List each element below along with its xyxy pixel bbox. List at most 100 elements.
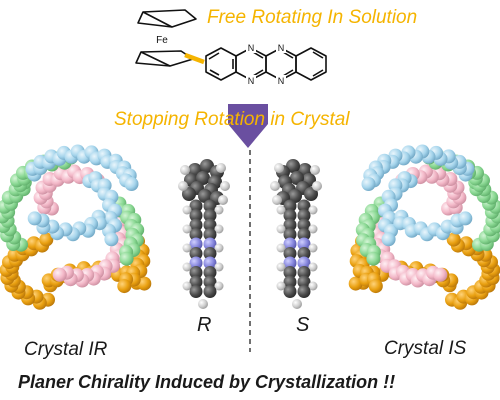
carbon-atom — [283, 228, 297, 241]
carbon-atom — [182, 187, 196, 201]
hydrogen-atom — [218, 195, 228, 205]
hydrogen-atom — [220, 181, 230, 191]
carbon-atom — [189, 285, 203, 298]
carbon-atom — [283, 275, 297, 289]
pink-molecule-sphere — [433, 267, 448, 282]
crystal-ir-label: Crystal IR — [24, 339, 108, 360]
hydrogen-atom — [312, 181, 322, 191]
hydrogen-atom — [276, 262, 286, 272]
hydrogen-atom — [308, 262, 318, 272]
hydrogen-atom — [308, 205, 318, 215]
enantiomer-s-label: S — [296, 314, 310, 336]
hydrogen-atom — [214, 262, 224, 272]
hydrogen-atom — [276, 281, 286, 291]
hydrogen-atom — [182, 281, 192, 291]
hydrogen-atom — [182, 262, 192, 272]
orange-molecule-sphere — [137, 276, 152, 291]
blue-molecule-sphere — [361, 177, 376, 191]
orange-molecule-sphere — [446, 232, 461, 247]
enantiomer-r-label: R — [197, 314, 212, 336]
hydrogen-atom — [214, 243, 224, 253]
cyclopentadienyl-ring-top — [137, 9, 197, 28]
nitrogen-label-2: N — [278, 43, 285, 53]
carbon-atom — [203, 275, 217, 289]
conclusion-caption: Planer Chirality Induced by Crystallizat… — [18, 372, 396, 392]
carbon-atom — [189, 247, 203, 260]
hydrogen-atom — [214, 281, 224, 291]
carbon-atom — [297, 209, 311, 222]
carbon-atom — [283, 218, 297, 232]
carbon-atom — [189, 209, 203, 222]
crystal-is-label: Crystal IS — [384, 338, 467, 359]
nitrogen-label-3: N — [248, 76, 255, 86]
hydrogen-atom — [182, 205, 192, 215]
carbon-atom — [203, 199, 217, 213]
carbon-atom — [203, 285, 217, 298]
solution-caption: Free Rotating In Solution — [207, 7, 418, 28]
orange-molecule-sphere — [368, 279, 383, 294]
nitrogen-atom — [203, 237, 217, 251]
hydrogen-atom — [182, 243, 192, 253]
nitrogen-atom — [297, 237, 311, 251]
carbon-atom — [198, 189, 212, 203]
hydrogen-atom — [214, 224, 224, 234]
carbon-atom — [283, 247, 297, 260]
carbon-atom — [203, 218, 217, 232]
green-molecule-sphere — [366, 251, 381, 266]
carbon-atom — [283, 285, 297, 298]
rotatable-bond-highlight — [184, 52, 205, 65]
carbon-atom — [288, 189, 302, 203]
carbon-atom — [297, 228, 311, 241]
orange-molecule-sphere — [348, 276, 363, 291]
carbon-atom — [297, 285, 311, 298]
nitrogen-atom — [189, 256, 203, 270]
enantiomer-r-model — [178, 159, 230, 309]
carbon-atom — [189, 266, 203, 279]
hydrogen-atom — [180, 165, 190, 175]
hydrogen-atom — [276, 224, 286, 234]
down-arrow-icon — [228, 104, 268, 148]
nitrogen-label-1: N — [248, 43, 255, 53]
hydrogen-atom — [178, 181, 188, 191]
benzo-ring-right — [295, 47, 327, 81]
hydrogen-atom — [308, 281, 318, 291]
carbon-atom — [283, 266, 297, 279]
carbon-atom — [189, 199, 203, 213]
blue-molecule-sphere — [27, 211, 42, 226]
hydrogen-atom — [274, 163, 284, 173]
green-molecule-sphere — [119, 251, 134, 266]
iron-atom-label: Fe — [156, 35, 168, 46]
carbon-atom — [189, 228, 203, 241]
carbon-atom — [203, 228, 217, 241]
hydrogen-atom — [182, 224, 192, 234]
carbon-atom — [283, 209, 297, 222]
hydrogen-atom — [272, 195, 282, 205]
hydrogen-atom — [308, 243, 318, 253]
carbon-atom — [189, 218, 203, 232]
carbon-atom — [203, 209, 217, 222]
hydrogen-atom — [270, 181, 280, 191]
hydrogen-atom — [276, 205, 286, 215]
nitrogen-atom — [283, 256, 297, 270]
carbon-atom — [297, 266, 311, 279]
carbon-atom — [189, 275, 203, 289]
hydrogen-atom — [214, 205, 224, 215]
carbon-atom — [203, 247, 217, 260]
crystal-ir-packing — [0, 144, 152, 310]
carbon-atom — [297, 275, 311, 289]
cyclopentadienyl-ring-bottom — [135, 50, 194, 67]
carbon-atom — [304, 187, 318, 201]
hydrogen-atom — [198, 299, 208, 309]
hydrogen-atom — [276, 243, 286, 253]
carbon-atom — [297, 218, 311, 232]
orange-molecule-sphere — [117, 279, 132, 294]
blue-molecule-sphere — [124, 177, 139, 191]
crystal-is-packing — [348, 144, 500, 310]
hydrogen-atom — [308, 224, 318, 234]
nitrogen-atom — [203, 256, 217, 270]
carbon-atom — [203, 266, 217, 279]
benzo-ring-left — [205, 47, 237, 81]
hydrogen-atom — [216, 163, 226, 173]
enantiomer-s-model — [270, 159, 322, 309]
